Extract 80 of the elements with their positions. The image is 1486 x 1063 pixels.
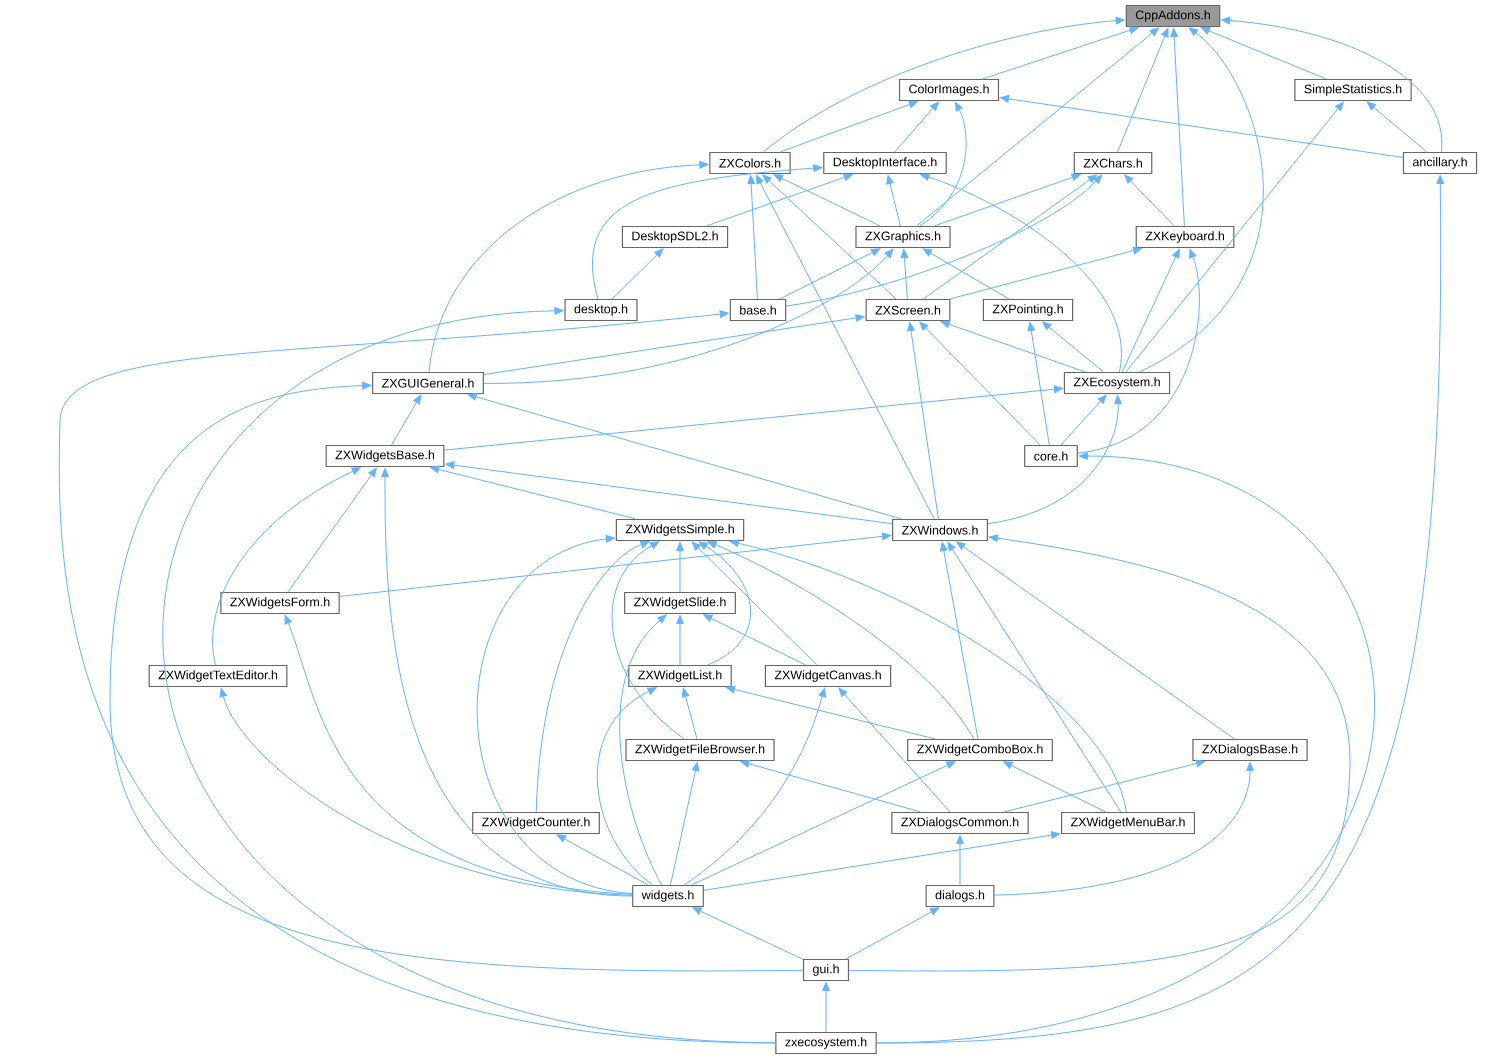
arrow [707, 541, 975, 740]
arrow [894, 101, 939, 153]
arrow [773, 174, 881, 227]
file-box: SimpleStatistics.h [1294, 78, 1412, 102]
arrow [779, 100, 918, 153]
file-box: ZXColors.h [709, 151, 791, 175]
file-box: DesktopInterface.h [823, 151, 947, 175]
arrow [779, 248, 881, 300]
arrow [747, 174, 758, 300]
arrow [956, 541, 1235, 740]
arrow [949, 246, 1143, 300]
file-box: core.h [1024, 444, 1078, 468]
file-box: ZXEcosystem.h [1063, 371, 1171, 395]
arrow [920, 173, 1122, 373]
file-box: ZXDialogsBase.h [1192, 738, 1308, 762]
arrow [1042, 321, 1104, 373]
arrow [848, 534, 1351, 972]
arrow [740, 759, 921, 813]
arrow [1124, 174, 1175, 227]
arrow [876, 174, 1445, 1044]
arrow [785, 174, 1103, 307]
file-box: zxecosystem.h [775, 1031, 877, 1055]
arrow [755, 174, 935, 520]
file-box: ZXWidgetComboBox.h [907, 738, 1053, 762]
file-box: ZXScreen.h [865, 298, 951, 322]
arrow [994, 761, 1254, 896]
arrow [845, 907, 940, 960]
arrow [934, 173, 1081, 227]
file-box: ZXGraphics.h [855, 225, 951, 249]
arrow [1366, 101, 1428, 153]
file-box: gui.h [802, 958, 850, 982]
arrow [1121, 248, 1180, 373]
arrow [822, 981, 830, 1033]
arrow [1003, 759, 1206, 813]
arrow [762, 16, 1125, 153]
file-box: CppAddons.h [1125, 4, 1221, 28]
arrow [762, 174, 897, 300]
arrow [1077, 248, 1200, 454]
arrow [1117, 27, 1169, 153]
file-box: dialogs.h [925, 884, 995, 908]
file-box: ZXWidgetCanvas.h [764, 664, 892, 688]
file-box: ZXDialogsCommon.h [891, 811, 1029, 835]
arrow [1221, 16, 1442, 153]
arrow [1170, 27, 1185, 227]
arrow [956, 834, 964, 886]
arrow [592, 164, 823, 300]
arrow [1139, 27, 1264, 373]
arrow [725, 685, 936, 740]
arrow [1027, 321, 1050, 446]
arrow [1200, 27, 1327, 80]
arrow [940, 320, 1086, 373]
arrow [922, 248, 1010, 300]
arrow [611, 248, 664, 300]
arrow [916, 27, 1159, 227]
arrow [900, 248, 909, 300]
arrow [923, 174, 1097, 300]
arrow [703, 831, 1061, 891]
arrow [947, 541, 1122, 813]
arrow [1003, 761, 1107, 813]
arrow [1060, 394, 1107, 446]
arrow [919, 101, 967, 227]
arrow [919, 321, 1041, 446]
arrow [982, 26, 1139, 80]
file-box: ColorImages.h [898, 78, 1000, 102]
arrow [987, 394, 1122, 525]
file-box: ZXWindows.h [892, 518, 988, 542]
arrow [886, 174, 901, 227]
arrow [1125, 101, 1344, 373]
arrow [705, 173, 853, 227]
file-box: ZXChars.h [1073, 151, 1153, 175]
arrow [907, 321, 939, 520]
file-box: ZXWidgetMenuBar.h [1061, 811, 1196, 835]
file-box: DesktopSDL2.h [621, 225, 729, 249]
arrow [729, 539, 1127, 813]
file-box: ZXPointing.h [982, 298, 1074, 322]
arrow [939, 541, 979, 740]
file-box: ZXKeyboard.h [1135, 225, 1235, 249]
arrow [999, 94, 1404, 158]
file-box: ancillary.h [1402, 151, 1478, 175]
arrow [838, 687, 951, 813]
